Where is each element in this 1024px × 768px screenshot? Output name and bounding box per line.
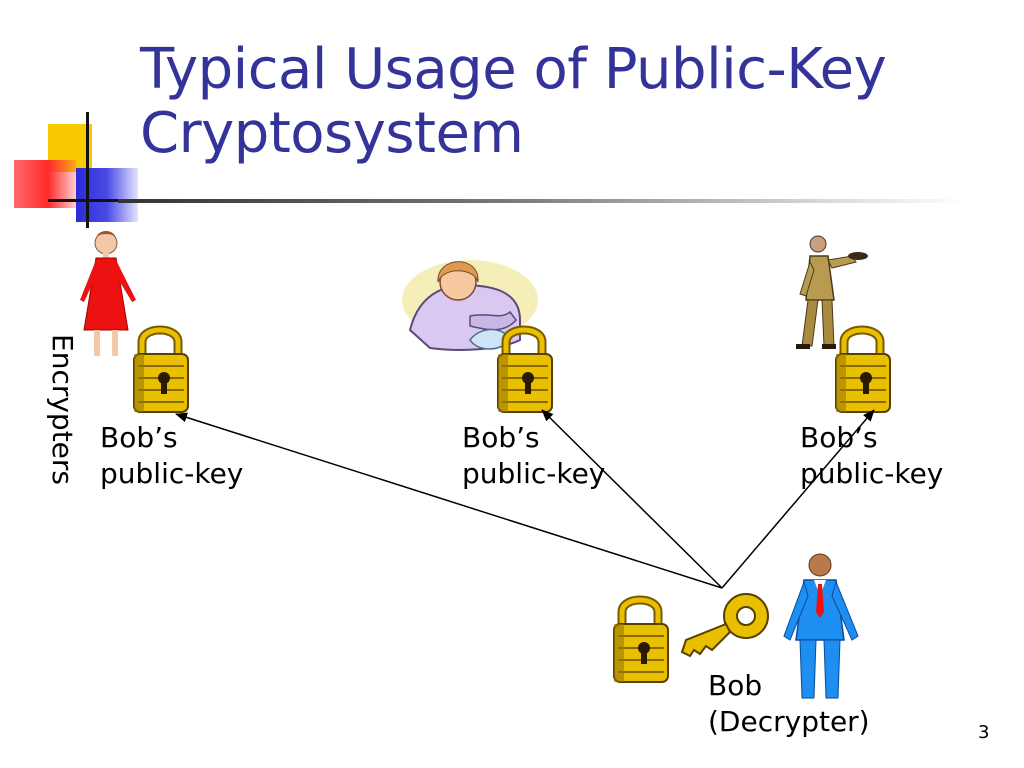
encrypter-2-label: Bob’s public-key xyxy=(462,420,605,492)
encrypter-2-label-line-1: Bob’s xyxy=(462,421,540,454)
decrypter-label: Bob (Decrypter) xyxy=(708,668,870,740)
man-icon xyxy=(783,553,859,699)
decor-vertical-line xyxy=(86,112,89,228)
encrypter-1-label: Bob’s public-key xyxy=(100,420,243,492)
padlock-icon xyxy=(836,330,890,412)
encrypter-3-label: Bob’s public-key xyxy=(800,420,943,492)
distribution-arrows xyxy=(175,409,875,589)
encrypter-3-label-line-1: Bob’s xyxy=(800,421,878,454)
arrow-to-encrypter-3 xyxy=(721,409,875,589)
slide-title: Typical Usage of Public-Key Cryptosystem xyxy=(140,38,1000,166)
title-underline xyxy=(118,199,968,203)
page-number: 3 xyxy=(978,722,990,743)
gentleman-icon xyxy=(796,235,868,349)
encrypter-1-label-line-1: Bob’s xyxy=(100,421,178,454)
title-line-2: Cryptosystem xyxy=(140,101,524,166)
decrypter-label-line-1: Bob xyxy=(708,669,763,702)
padlock-icon xyxy=(614,600,668,682)
encrypters-label: Encrypters xyxy=(46,334,79,485)
office-worker-icon xyxy=(402,260,538,351)
woman-icon xyxy=(80,231,136,356)
arrow-to-encrypter-2 xyxy=(541,409,723,589)
encrypter-3-label-line-2: public-key xyxy=(800,457,944,490)
title-line-1: Typical Usage of Public-Key xyxy=(140,37,887,102)
decrypter-label-line-2: (Decrypter) xyxy=(708,705,870,738)
encrypter-2-label-line-2: public-key xyxy=(462,457,606,490)
key-icon xyxy=(680,593,769,658)
decor-horizontal-line xyxy=(48,199,138,202)
encrypter-1-label-line-2: public-key xyxy=(100,457,244,490)
padlock-icon xyxy=(498,330,552,412)
padlock-icon xyxy=(134,330,188,412)
arrow-to-encrypter-1 xyxy=(175,412,723,589)
